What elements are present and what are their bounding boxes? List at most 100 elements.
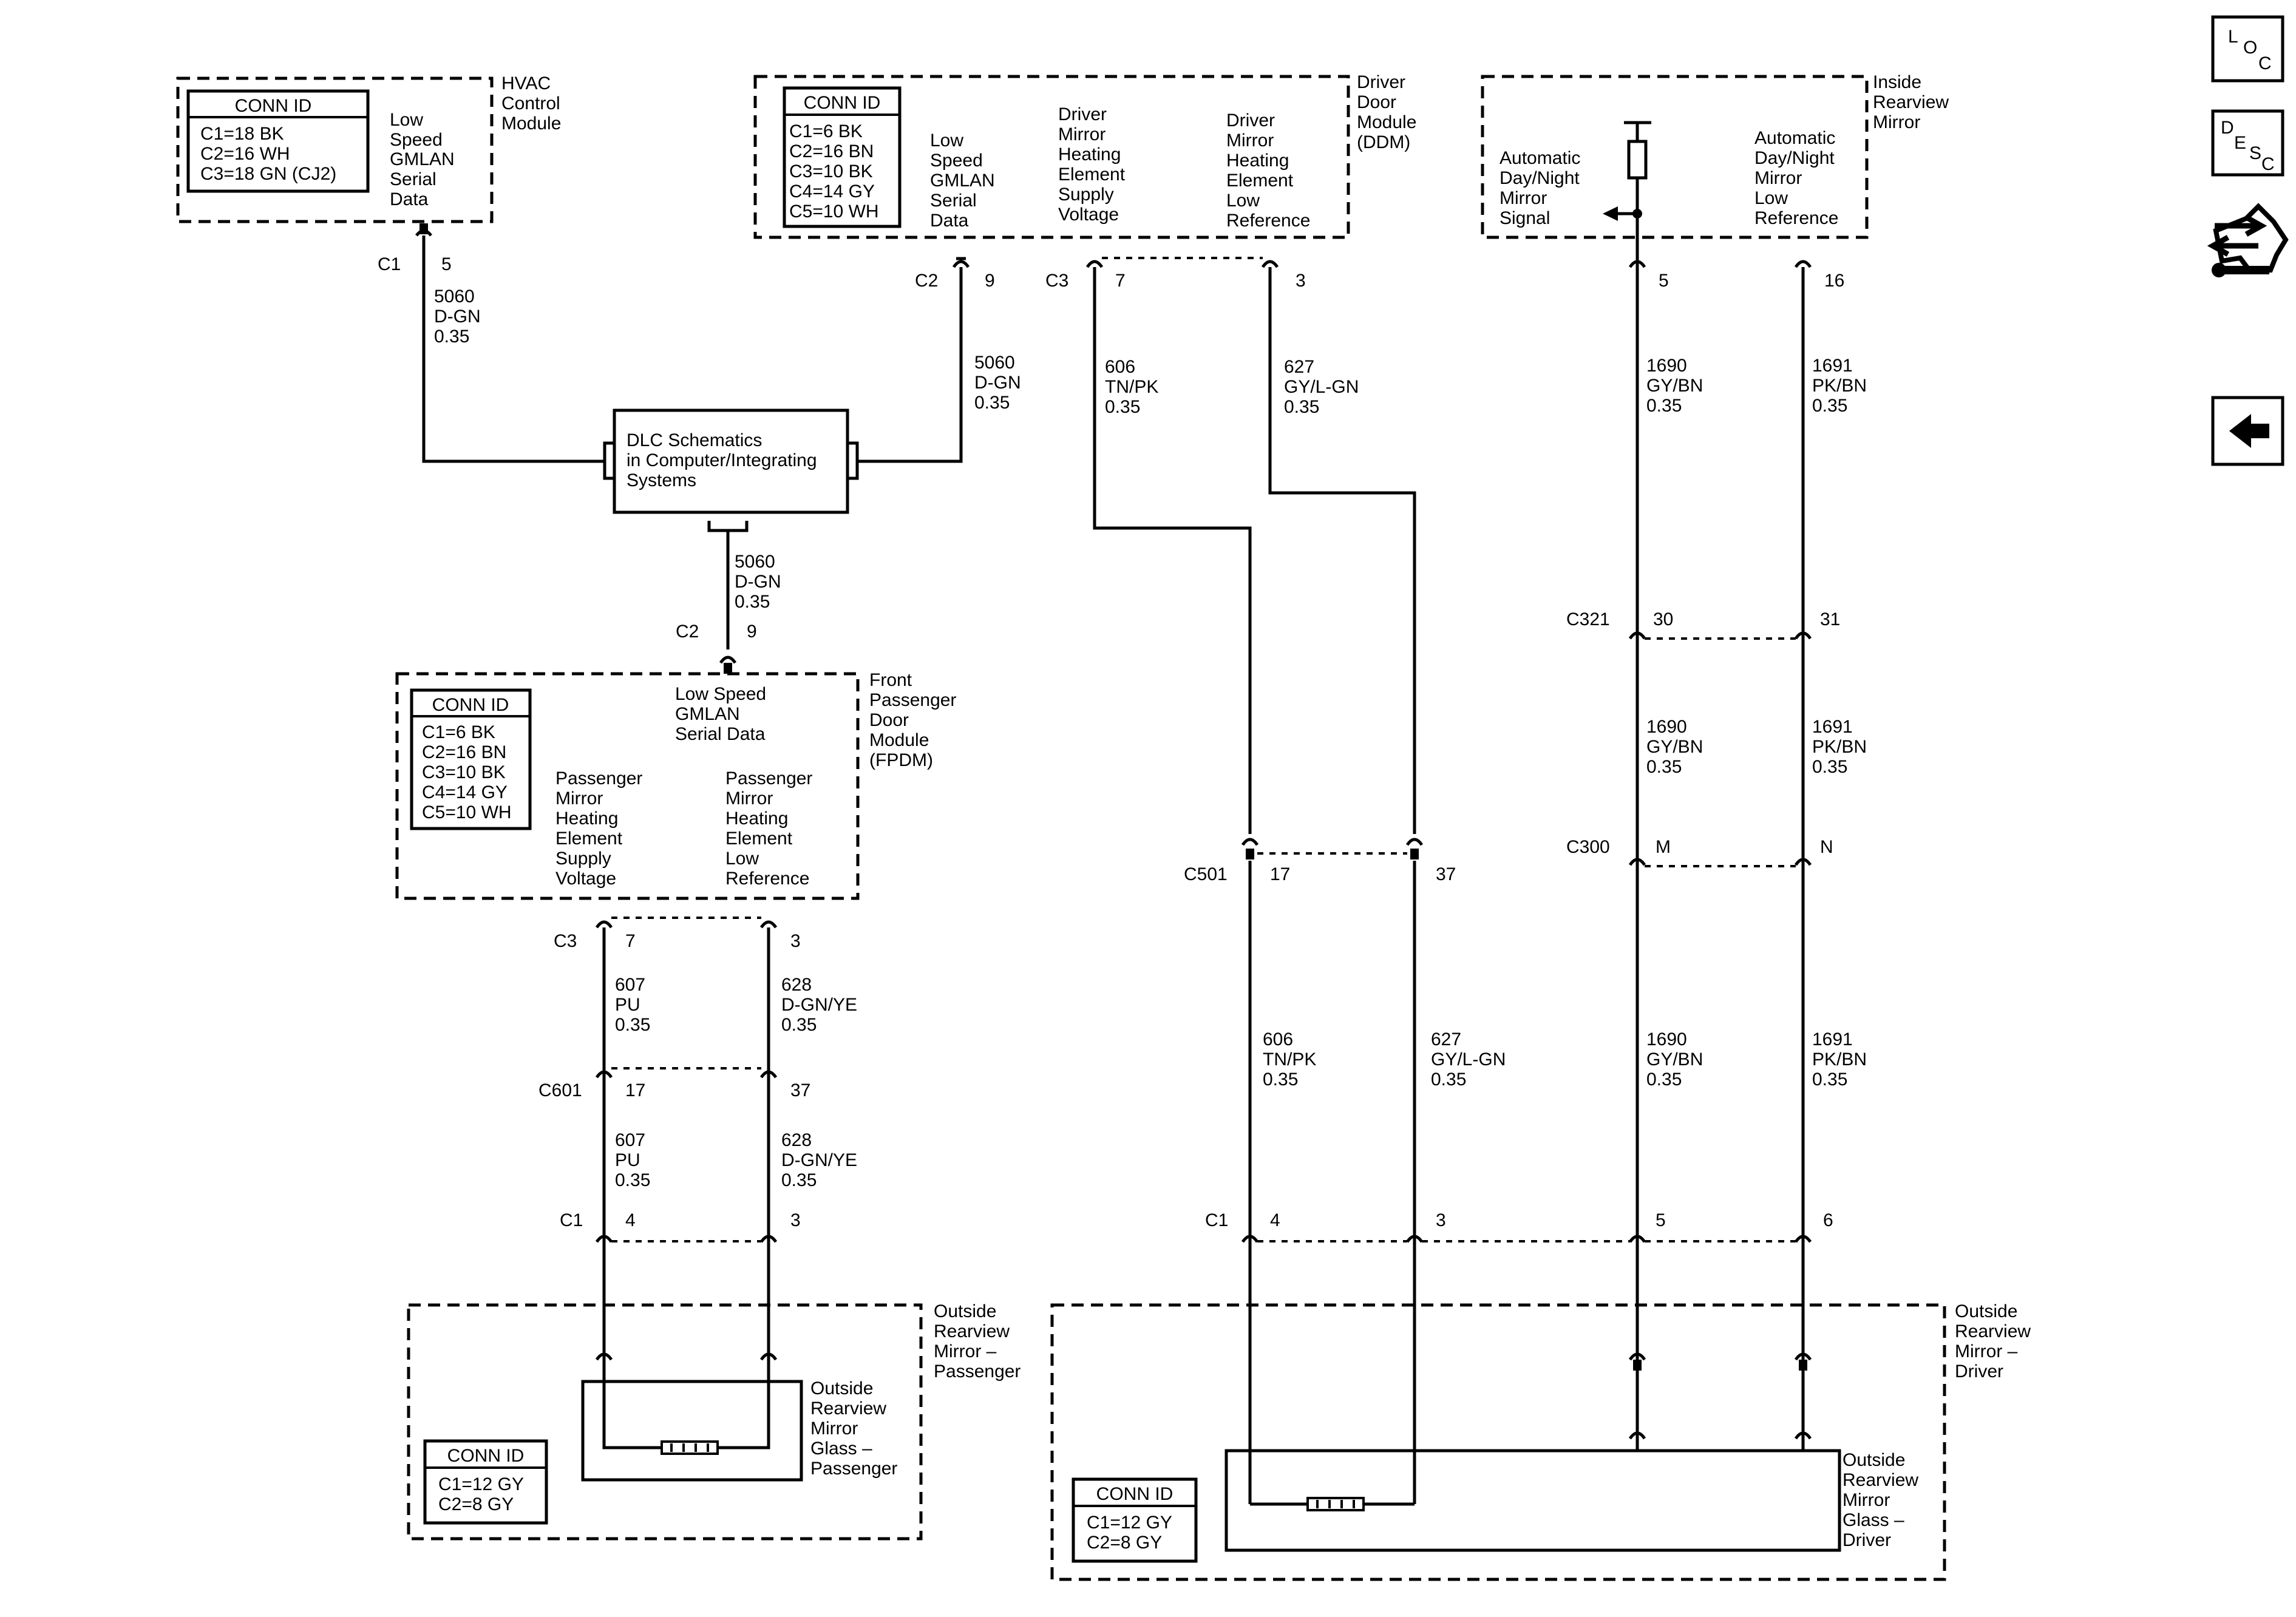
orm-passenger-conn-id-table: CONN ID C1=12 GY C2=8 GY bbox=[423, 1439, 548, 1525]
dlc-schematics-box[interactable]: DLC Schematics in Computer/Integrating S… bbox=[603, 408, 859, 532]
svg-text:0.35: 0.35 bbox=[1263, 1070, 1298, 1090]
svg-text:607: 607 bbox=[615, 1130, 645, 1150]
svg-text:D: D bbox=[2221, 118, 2234, 138]
svg-text:0.35: 0.35 bbox=[1812, 396, 1847, 416]
tools-icon[interactable] bbox=[2207, 203, 2289, 277]
svg-text:C1: C1 bbox=[560, 1210, 583, 1230]
svg-text:3: 3 bbox=[1296, 271, 1306, 291]
svg-text:Reference: Reference bbox=[1226, 211, 1310, 231]
svg-text:3: 3 bbox=[790, 1210, 801, 1230]
svg-text:627: 627 bbox=[1431, 1029, 1461, 1049]
svg-text:1691: 1691 bbox=[1812, 1029, 1853, 1049]
svg-text:Voltage: Voltage bbox=[555, 869, 616, 889]
loc-button[interactable]: L O C bbox=[2211, 15, 2284, 83]
svg-text:0.35: 0.35 bbox=[615, 1015, 650, 1035]
fpdm-c3-connector: C3 7 3 bbox=[554, 917, 801, 951]
svg-text:C3=10 BK: C3=10 BK bbox=[789, 161, 873, 181]
svg-text:Heating: Heating bbox=[725, 808, 788, 829]
svg-text:C601: C601 bbox=[538, 1080, 582, 1100]
svg-text:CONN ID: CONN ID bbox=[804, 93, 881, 113]
svg-text:0.35: 0.35 bbox=[781, 1015, 817, 1035]
driver-door-module: Driver Door Module (DDM) CONN ID C1=6 BK… bbox=[753, 72, 1416, 239]
svg-text:Module: Module bbox=[1357, 112, 1416, 132]
svg-text:C3: C3 bbox=[1045, 271, 1068, 291]
svg-text:Serial Data: Serial Data bbox=[675, 724, 766, 744]
svg-text:17: 17 bbox=[625, 1080, 645, 1100]
svg-text:Signal: Signal bbox=[1500, 208, 1550, 228]
svg-text:D-GN: D-GN bbox=[735, 572, 781, 592]
svg-text:E: E bbox=[2234, 133, 2246, 153]
svg-text:C2: C2 bbox=[676, 622, 699, 642]
svg-text:M: M bbox=[1656, 837, 1671, 857]
svg-text:C3: C3 bbox=[554, 931, 577, 951]
hvac-conn-id-table: CONN ID C1=18 BK C2=16 WH C3=18 GN (CJ2) bbox=[186, 89, 370, 193]
svg-text:Mirror –: Mirror – bbox=[1955, 1341, 2018, 1361]
svg-text:GMLAN: GMLAN bbox=[930, 171, 995, 191]
svg-text:HVAC: HVAC bbox=[501, 73, 551, 93]
svg-text:Mirror: Mirror bbox=[1843, 1490, 1890, 1510]
svg-text:Outside: Outside bbox=[1843, 1450, 1905, 1470]
hvac-control-module: HVAC Control Module CONN ID C1=18 BK C2=… bbox=[176, 73, 561, 223]
svg-text:Day/Night: Day/Night bbox=[1500, 168, 1580, 188]
svg-text:Outside: Outside bbox=[1955, 1301, 2017, 1321]
svg-text:6: 6 bbox=[1823, 1210, 1833, 1230]
svg-text:N: N bbox=[1820, 837, 1833, 857]
svg-text:0.35: 0.35 bbox=[434, 327, 469, 347]
svg-text:C300: C300 bbox=[1566, 837, 1610, 857]
svg-text:37: 37 bbox=[790, 1080, 810, 1100]
svg-text:Passenger: Passenger bbox=[869, 690, 956, 710]
svg-text:PK/BN: PK/BN bbox=[1812, 376, 1867, 396]
svg-text:Data: Data bbox=[930, 211, 969, 231]
ddm-c3-connector: C3 7 3 bbox=[1045, 257, 1306, 291]
svg-text:1691: 1691 bbox=[1812, 717, 1853, 737]
svg-text:Outside: Outside bbox=[810, 1378, 873, 1398]
svg-text:GY/L-GN: GY/L-GN bbox=[1284, 377, 1359, 397]
svg-text:C3=10 BK: C3=10 BK bbox=[422, 762, 506, 782]
back-arrow-icon[interactable] bbox=[2211, 396, 2284, 466]
svg-text:Serial: Serial bbox=[930, 191, 977, 211]
svg-text:C: C bbox=[2258, 53, 2272, 73]
inside-rearview-mirror: Inside Rearview Mirror Automatic Day/Nig… bbox=[1481, 72, 1949, 239]
svg-text:7: 7 bbox=[1115, 271, 1126, 291]
svg-text:9: 9 bbox=[747, 622, 757, 642]
svg-text:Heating: Heating bbox=[1226, 151, 1289, 171]
desc-button[interactable]: D E S C bbox=[2211, 109, 2284, 177]
ddm-c2-connector: C2 9 bbox=[915, 257, 995, 291]
svg-text:Driver: Driver bbox=[1843, 1530, 1891, 1550]
svg-text:0.35: 0.35 bbox=[1431, 1070, 1466, 1090]
svg-text:PU: PU bbox=[615, 1150, 640, 1170]
svg-text:D-GN: D-GN bbox=[434, 307, 481, 327]
svg-text:0.35: 0.35 bbox=[1646, 757, 1682, 777]
irm-resistor-symbol bbox=[1603, 121, 1651, 221]
svg-text:PU: PU bbox=[615, 995, 640, 1015]
orm-driver-c1-connector: C1 4 3 5 6 bbox=[1205, 1210, 1833, 1243]
svg-text:Element: Element bbox=[1058, 164, 1126, 185]
svg-text:CONN ID: CONN ID bbox=[235, 96, 312, 116]
svg-text:5060: 5060 bbox=[735, 552, 775, 572]
svg-text:Day/Night: Day/Night bbox=[1754, 148, 1835, 168]
hvac-c1-connector: C1 5 bbox=[378, 223, 452, 274]
svg-text:Supply: Supply bbox=[1058, 185, 1114, 205]
svg-text:0.35: 0.35 bbox=[735, 592, 770, 612]
svg-text:Driver: Driver bbox=[1226, 110, 1275, 131]
svg-text:C5=10 WH: C5=10 WH bbox=[422, 802, 512, 822]
svg-text:C2=8 GY: C2=8 GY bbox=[438, 1494, 514, 1514]
svg-text:3: 3 bbox=[1436, 1210, 1446, 1230]
svg-text:Mirror –: Mirror – bbox=[934, 1341, 997, 1361]
svg-text:Driver: Driver bbox=[1955, 1361, 2003, 1381]
svg-text:Passenger: Passenger bbox=[810, 1459, 897, 1479]
svg-text:Door: Door bbox=[869, 710, 909, 730]
svg-text:Data: Data bbox=[390, 189, 429, 209]
svg-text:C4=14 GY: C4=14 GY bbox=[789, 181, 875, 202]
svg-text:Supply: Supply bbox=[555, 849, 611, 869]
svg-text:Automatic: Automatic bbox=[1754, 128, 1835, 148]
svg-text:Front: Front bbox=[869, 670, 912, 690]
orm-driver-conn-id-table: CONN ID C1=12 GY C2=8 GY bbox=[1072, 1477, 1198, 1563]
svg-text:5060: 5060 bbox=[434, 286, 475, 307]
svg-text:Speed: Speed bbox=[930, 151, 983, 171]
svg-text:Reference: Reference bbox=[1754, 208, 1838, 228]
svg-text:TN/PK: TN/PK bbox=[1263, 1049, 1316, 1070]
svg-text:30: 30 bbox=[1653, 609, 1673, 629]
svg-text:D-GN: D-GN bbox=[974, 373, 1021, 393]
